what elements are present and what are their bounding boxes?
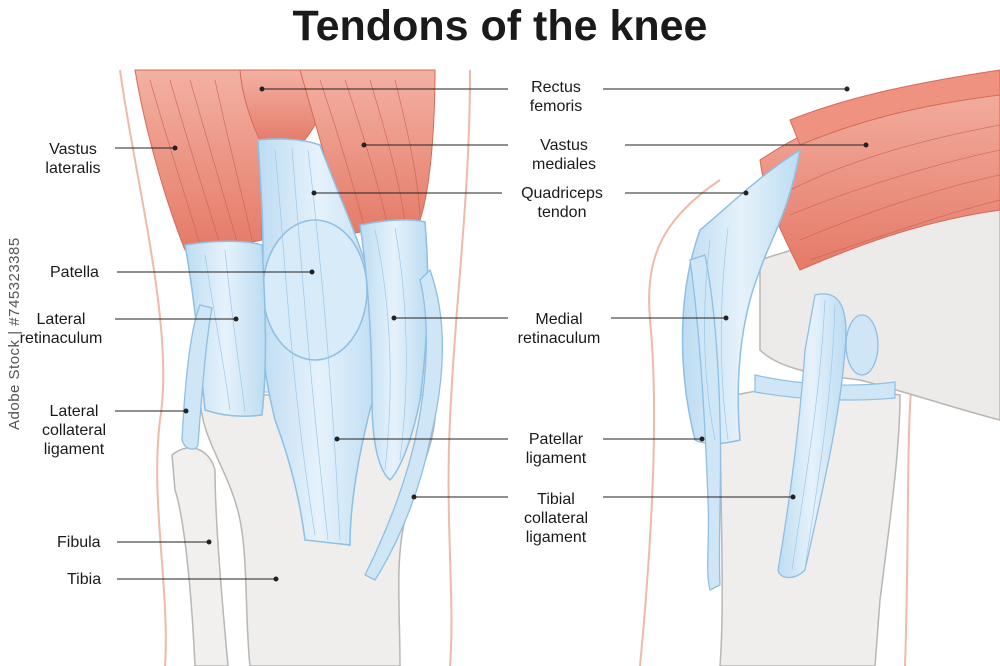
- label-line: Vastus: [540, 137, 588, 154]
- label-line: ligament: [525, 529, 587, 546]
- side-skin-outline: [639, 179, 721, 666]
- front-patella: [262, 219, 368, 361]
- leader-lines: [115, 86, 869, 582]
- leader-dot: [311, 190, 317, 196]
- leader-dot: [391, 315, 397, 321]
- label-line: Rectus: [531, 79, 581, 96]
- label-line: Fibula: [57, 534, 101, 551]
- label-line: Quadriceps: [521, 185, 603, 202]
- label-fibula: Fibula: [57, 533, 101, 552]
- leader-dot: [411, 494, 417, 500]
- label-lateral-collateral-ligament: Lateral collateral ligament: [34, 402, 114, 459]
- front-tibial-collateral-ligament: [364, 268, 444, 581]
- label-line: lateralis: [45, 160, 101, 177]
- label-line: femoris: [529, 98, 583, 115]
- leader-dot: [172, 145, 178, 151]
- label-line: retinaculum: [19, 330, 103, 347]
- label-vastus-lateralis: Vastus lateralis: [32, 140, 114, 178]
- label-line: Patellar: [528, 431, 584, 448]
- label-tibia: Tibia: [67, 570, 101, 589]
- leader-dot: [233, 316, 239, 322]
- label-rectus-femoris: Rectus femoris: [512, 78, 600, 116]
- leader-dot: [273, 576, 279, 582]
- label-line: Medial: [535, 311, 583, 328]
- label-line: Patella: [50, 264, 99, 281]
- label-line: ligament: [525, 450, 587, 467]
- front-skin-outline-right: [447, 69, 471, 666]
- label-lateral-retinaculum: Lateral retinaculum: [10, 310, 112, 348]
- leader-dot: [844, 86, 850, 92]
- leader-dot: [743, 190, 749, 196]
- front-view: [119, 69, 471, 666]
- side-muscle-fibres: [789, 124, 1000, 261]
- leader-dot: [183, 408, 189, 414]
- label-patellar-ligament: Patellar ligament: [510, 430, 602, 468]
- front-fibula: [171, 447, 229, 666]
- label-quadriceps-tendon: Quadriceps tendon: [504, 184, 620, 222]
- label-line: retinaculum: [517, 330, 601, 347]
- front-tendon-fibres: [204, 147, 407, 541]
- side-view: [639, 69, 1000, 666]
- label-line: mediales: [531, 156, 597, 173]
- label-line: Tibia: [67, 571, 102, 588]
- side-patella: [845, 314, 879, 376]
- label-line: Lateral: [36, 311, 86, 328]
- label-patella: Patella: [50, 263, 99, 282]
- front-medial-retinaculum: [359, 219, 429, 482]
- leader-dot: [361, 142, 367, 148]
- label-line: collateral: [41, 422, 107, 439]
- label-line: collateral: [523, 510, 589, 527]
- side-patellar-ligament: [689, 254, 722, 591]
- stock-watermark: Adobe Stock | #745323385: [6, 237, 23, 430]
- label-line: tendon: [537, 204, 587, 221]
- front-lateral-collateral-ligament: [181, 304, 213, 450]
- leader-dot: [790, 494, 796, 500]
- leader-dot: [259, 86, 265, 92]
- label-line: Vastus: [49, 141, 97, 158]
- label-line: ligament: [43, 441, 105, 458]
- leader-dot: [863, 142, 869, 148]
- label-tibial-collateral-ligament: Tibial collateral ligament: [510, 490, 602, 547]
- leader-dot: [699, 436, 705, 442]
- label-line: Tibial: [537, 491, 575, 508]
- side-rectus-femoris: [789, 69, 1000, 146]
- leader-dot: [723, 315, 729, 321]
- front-vastus-lateralis: [134, 69, 264, 251]
- leader-dot: [309, 269, 315, 275]
- label-medial-retinaculum: Medial retinaculum: [508, 310, 610, 348]
- front-muscle-fibres: [149, 79, 421, 246]
- leader-dot: [334, 436, 340, 442]
- side-tendon-fibres: [704, 227, 836, 571]
- label-vastus-mediales: Vastus mediales: [508, 136, 620, 174]
- label-line: Lateral: [49, 403, 99, 420]
- front-skin-outline: [119, 69, 167, 666]
- leader-dot: [206, 539, 212, 545]
- page-title: Tendons of the knee: [292, 2, 708, 50]
